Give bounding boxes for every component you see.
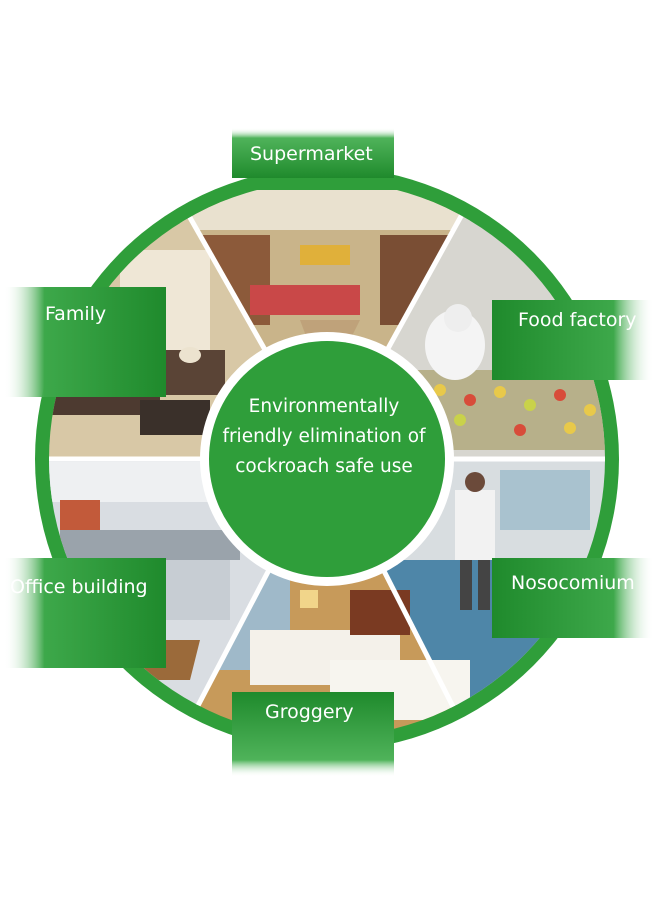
food-factory-tab bbox=[492, 300, 654, 380]
family-label: Family bbox=[45, 303, 107, 325]
groggery-label: Groggery bbox=[265, 701, 354, 723]
family-tab bbox=[4, 287, 166, 397]
center-caption: Environmentally friendly elimination of … bbox=[222, 396, 426, 477]
groggery-tab bbox=[232, 692, 394, 777]
office-building-tab bbox=[4, 558, 166, 668]
center-disk bbox=[209, 341, 445, 577]
nosocomium-label: Nosocomium bbox=[511, 572, 635, 594]
office-building-label: Office building bbox=[10, 576, 148, 598]
supermarket-tab bbox=[232, 128, 394, 178]
supermarket-label: Supermarket bbox=[250, 143, 373, 165]
food-factory-label: Food factory bbox=[518, 309, 637, 331]
nosocomium-tab bbox=[492, 558, 654, 638]
